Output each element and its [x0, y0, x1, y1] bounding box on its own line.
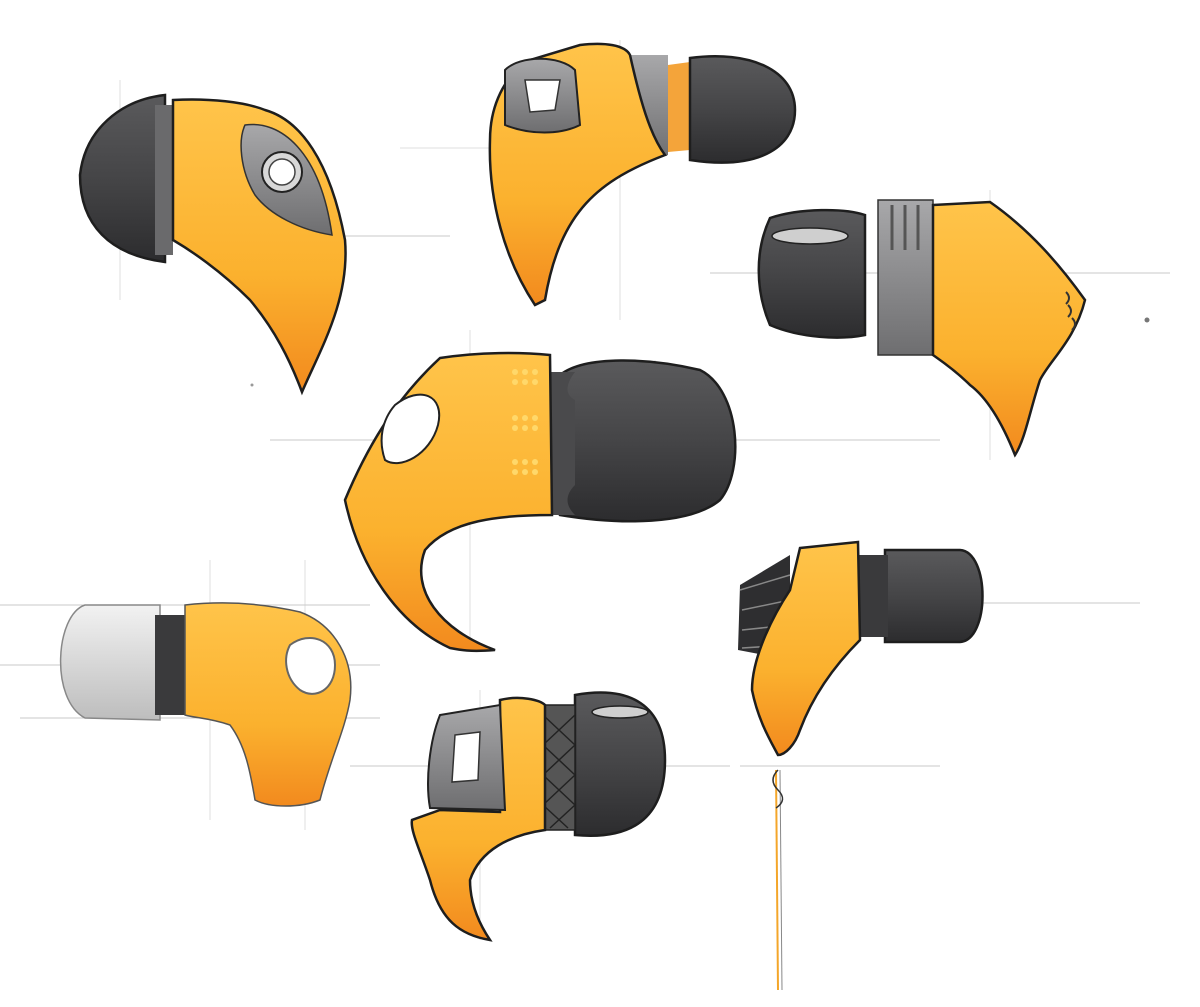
earbud-bottom-center — [410, 691, 667, 942]
earbud-top-left — [78, 93, 347, 396]
earbud-bottom-right — [738, 540, 984, 809]
earbud-top-center — [488, 42, 797, 307]
earbud-bottom-left — [59, 602, 352, 807]
earbud-right — [757, 199, 1087, 458]
earbud-center — [343, 351, 737, 653]
